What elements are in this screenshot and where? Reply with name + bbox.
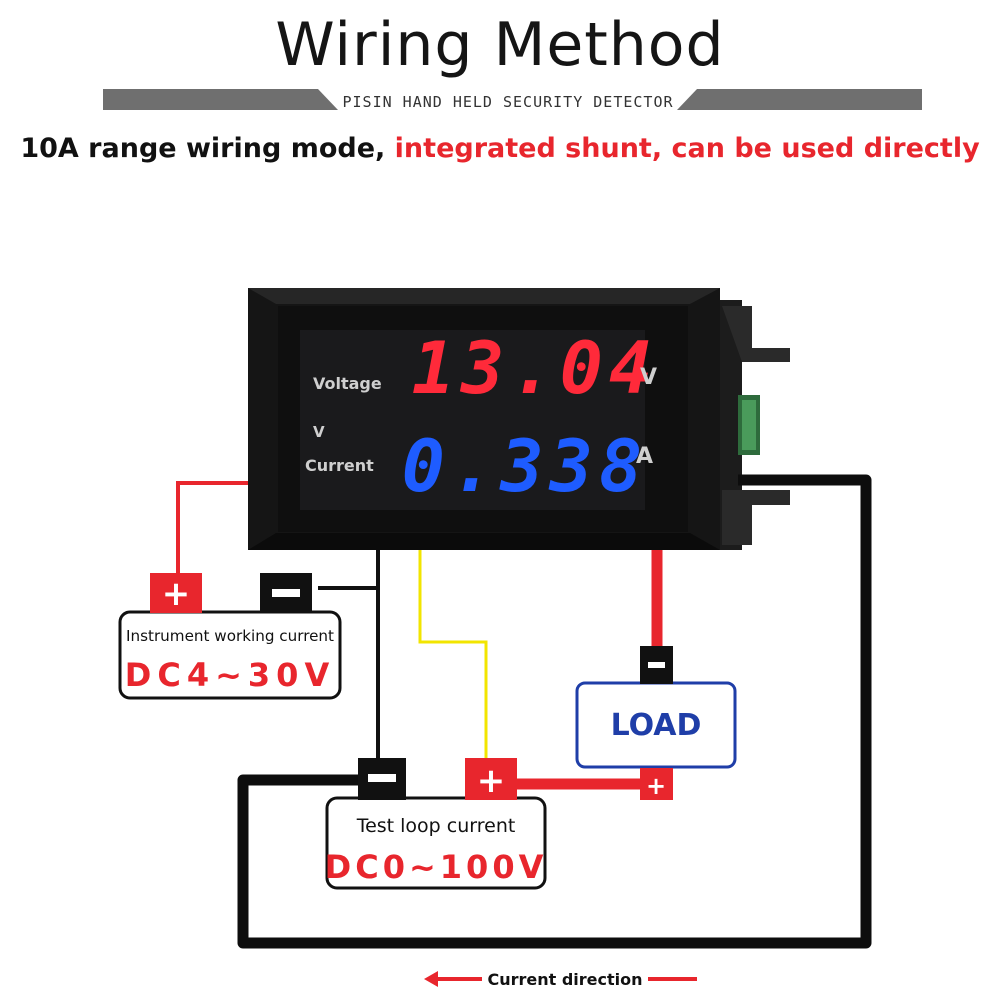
v-label: V — [313, 423, 325, 441]
voltage-label: Voltage — [313, 374, 382, 393]
voltage-sense-wire — [418, 545, 488, 764]
load-positive-terminal — [640, 768, 673, 800]
supply-label: Instrument working current — [126, 627, 334, 645]
supply-plus-sign: + — [162, 574, 191, 614]
subtitle-black: 10A range wiring mode, — [20, 133, 386, 164]
supply-positive-terminal — [150, 573, 202, 613]
test-loop: + Test loop current DC0~100V — [325, 758, 548, 890]
supply-minus-sign — [272, 589, 300, 597]
page-title: Wiring Method — [275, 10, 725, 80]
load-plus-sign: + — [646, 772, 666, 800]
subtitle: 10A range wiring mode, integrated shunt,… — [20, 133, 980, 164]
instrument-supply: + Instrument working current DC4~30V — [118, 573, 342, 700]
current-direction-label: Current direction — [487, 970, 642, 989]
panel-meter: 13.04 0.338 Voltage V Current V A — [248, 288, 720, 550]
current-label: Current — [305, 456, 374, 475]
test-plus-sign: + — [477, 761, 506, 801]
subtitle-red: integrated shunt, can be used directly — [385, 133, 980, 164]
supply-range: DC4~30V — [125, 656, 335, 694]
test-loop-range: DC0~100V — [325, 848, 548, 886]
current-unit: A — [636, 444, 653, 469]
load-label: LOAD — [611, 708, 702, 743]
load-minus-sign — [648, 662, 665, 668]
wires — [176, 474, 872, 949]
voltage-reading: 13.04 — [412, 326, 659, 410]
voltage-unit: V — [640, 365, 657, 390]
meter-side-clips — [712, 300, 790, 550]
test-minus-sign — [368, 774, 396, 782]
current-direction: Current direction — [424, 970, 697, 989]
supply-negative-wire — [318, 545, 380, 590]
brand-banner: PISIN HAND HELD SECURITY DETECTOR — [103, 89, 922, 111]
test-positive-terminal — [465, 758, 517, 800]
test-loop-wire — [237, 474, 872, 949]
test-loop-label: Test loop current — [356, 815, 516, 837]
arrow-left-icon — [424, 971, 438, 987]
load: LOAD + — [575, 646, 737, 800]
supply-positive-wire — [176, 481, 250, 583]
brand-banner-text: PISIN HAND HELD SECURITY DETECTOR — [342, 93, 673, 111]
current-reading: 0.338 — [402, 424, 649, 508]
